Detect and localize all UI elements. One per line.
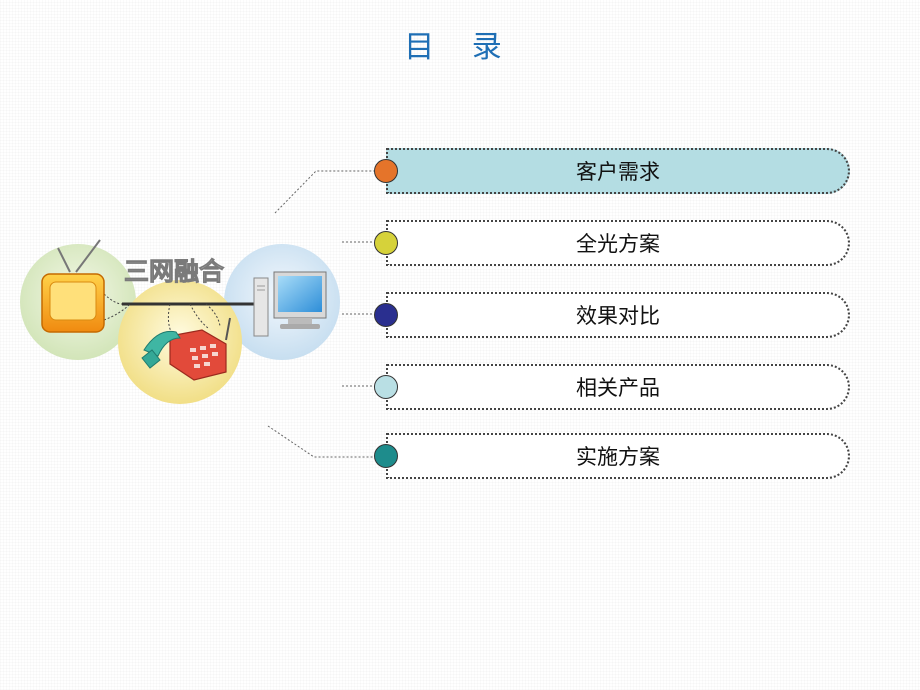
- menu-item-effect-comparison[interactable]: 效果对比: [386, 292, 850, 338]
- menu-bullet-1: [374, 159, 398, 183]
- menu-item-related-products[interactable]: 相关产品: [386, 364, 850, 410]
- triple-network-illustration: 三网融合: [20, 239, 340, 404]
- menu-bullet-4: [374, 375, 398, 399]
- menu-item-label: 客户需求: [576, 160, 660, 184]
- menu-bullet-2: [374, 231, 398, 255]
- menu-item-customer-needs[interactable]: 客户需求: [386, 148, 850, 194]
- page-title: 目 录: [404, 30, 516, 65]
- illustration-caption: 三网融合: [124, 257, 225, 286]
- menu-item-label: 相关产品: [576, 376, 660, 400]
- menu-item-optical-solution[interactable]: 全光方案: [386, 220, 850, 266]
- computer-icon: [253, 271, 327, 337]
- connector-line-1: [274, 170, 374, 214]
- menu-item-label: 实施方案: [576, 445, 660, 469]
- menu-item-implementation-plan[interactable]: 实施方案: [386, 433, 850, 479]
- menu-item-label: 效果对比: [576, 304, 660, 328]
- menu-bullet-3: [374, 303, 398, 327]
- menu-bullet-5: [374, 444, 398, 468]
- menu-item-label: 全光方案: [576, 232, 660, 256]
- connector-line-5: [267, 425, 374, 458]
- phone-icon: [141, 317, 231, 381]
- tv-icon: [41, 239, 105, 333]
